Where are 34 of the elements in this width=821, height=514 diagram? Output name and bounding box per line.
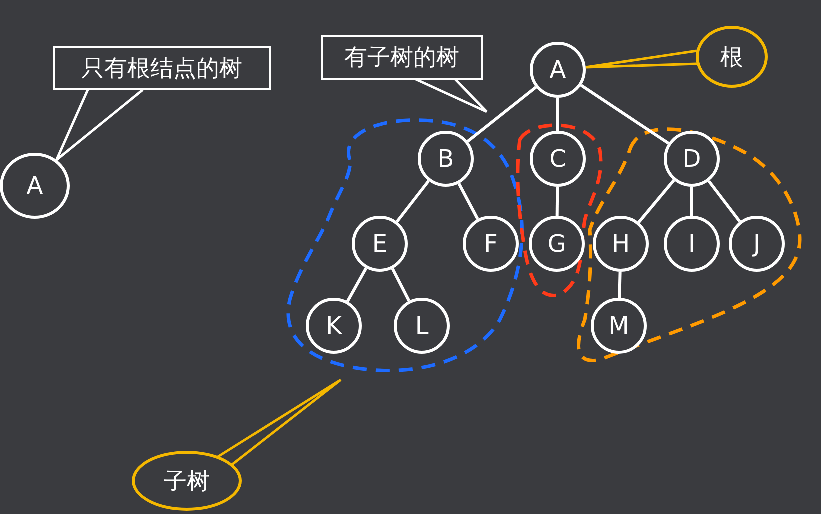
callout-box: 有子树的树 [321, 34, 483, 80]
tree-edge [580, 84, 670, 145]
callout-tail [584, 50, 698, 69]
tree-node-circle: G [529, 216, 585, 272]
tree-node-circle: D [664, 131, 720, 187]
tree-node-circle: K [306, 298, 362, 354]
tree-node-circle: F [463, 216, 519, 272]
tree-edge [346, 268, 368, 302]
callout-tail [55, 88, 144, 162]
callout-tail [216, 378, 342, 466]
tree-node-circle: L [394, 298, 450, 354]
callout-box: 只有根结点的树 [53, 46, 271, 90]
tree-edge [618, 272, 622, 298]
tree-edge [638, 180, 676, 224]
tree-edge [556, 98, 560, 131]
tree-edge [466, 86, 538, 143]
tree-node-circle: I [664, 216, 720, 272]
tree-node-circle: B [418, 131, 474, 187]
tree-edge [708, 180, 742, 223]
tree-node-circle: H [593, 216, 649, 272]
tree-node-circle: A [530, 42, 586, 98]
callout-circle: 根 [696, 26, 768, 88]
tree-edge [556, 186, 560, 216]
tree-edge [690, 187, 694, 216]
tree-node-circle: J [729, 216, 785, 272]
callout-circle: 子树 [132, 451, 242, 511]
tree-edge [458, 183, 480, 220]
tree-node-circle: E [352, 216, 408, 272]
tree-node-circle: A [0, 153, 70, 219]
tree-edge [396, 180, 430, 223]
tree-node-circle: C [530, 131, 586, 187]
callout-tail [414, 78, 488, 114]
tree-node-circle: M [591, 298, 647, 354]
tree-edge [391, 268, 411, 302]
